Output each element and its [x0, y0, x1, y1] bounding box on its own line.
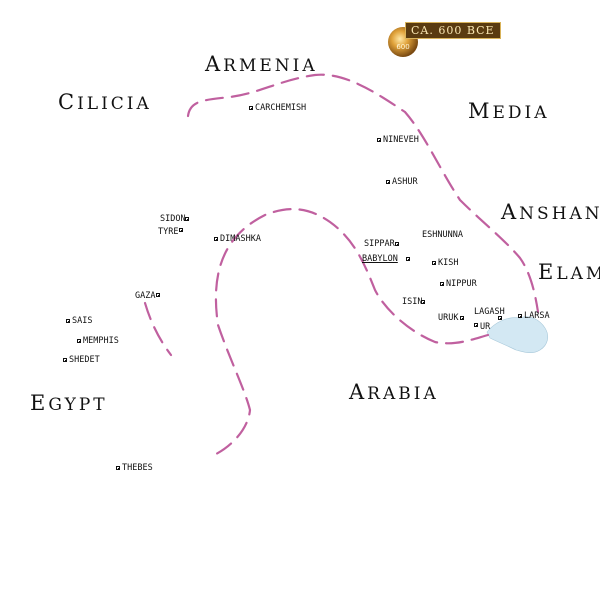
empire-border: [143, 73, 540, 458]
city-marker-sidon: [185, 217, 189, 221]
city-marker-shedet: [63, 358, 67, 362]
city-marker-nineveh: [377, 138, 381, 142]
city-carchemish[interactable]: CARCHEMISH: [255, 103, 307, 113]
city-babylon[interactable]: BABYLON: [362, 254, 398, 264]
city-gaza[interactable]: GAZA: [135, 291, 156, 301]
city-nippur[interactable]: NIPPUR: [446, 279, 477, 289]
region-armenia: ARMENIA: [205, 52, 318, 76]
city-marker-tyre: [179, 228, 183, 232]
city-uruk[interactable]: URUK: [438, 313, 459, 323]
region-elam: ELAM: [538, 260, 600, 284]
city-sais[interactable]: SAIS: [72, 316, 93, 326]
city-marker-nippur: [440, 282, 444, 286]
city-marker-memphis: [77, 339, 81, 343]
city-kish[interactable]: KISH: [438, 258, 459, 268]
city-marker-ashur: [386, 180, 390, 184]
city-marker-carchemish: [249, 106, 253, 110]
region-anshan: ANSHAN: [501, 200, 600, 224]
city-marker-uruk: [460, 316, 464, 320]
city-larsa[interactable]: LARSA: [524, 311, 550, 321]
city-sippar[interactable]: SIPPAR: [364, 239, 395, 249]
city-ashur[interactable]: ASHUR: [392, 177, 418, 187]
city-lagash[interactable]: LAGASH: [474, 307, 505, 317]
city-marker-gaza: [156, 293, 160, 297]
city-eshnunna[interactable]: ESHNUNNA: [422, 230, 463, 240]
city-dimashka[interactable]: DIMASHKA: [220, 234, 261, 244]
city-tyre[interactable]: TYRE: [158, 227, 179, 237]
city-marker-larsa: [518, 314, 522, 318]
badge-icon-text: 600: [396, 43, 409, 51]
region-cilicia: CILICIA: [58, 90, 152, 114]
city-marker-sais: [66, 319, 70, 323]
region-media: MEDIA: [468, 99, 550, 123]
city-sidon[interactable]: SIDON: [160, 214, 186, 224]
city-marker-ur: [474, 323, 478, 327]
city-marker-babylon: [406, 257, 410, 261]
city-marker-sippar: [395, 242, 399, 246]
region-arabia: ARABIA: [349, 380, 439, 404]
date-badge: CA. 600 BCE: [405, 22, 501, 39]
city-nineveh[interactable]: NINEVEH: [383, 135, 419, 145]
city-ur[interactable]: UR: [480, 322, 491, 332]
city-marker-dimashka: [214, 237, 218, 241]
city-shedet[interactable]: SHEDET: [69, 355, 100, 365]
city-isin[interactable]: ISIN: [402, 297, 423, 307]
city-marker-kish: [432, 261, 436, 265]
persian-gulf: [486, 316, 549, 354]
city-marker-lagash: [498, 316, 502, 320]
region-egypt: EGYPT: [30, 391, 108, 415]
city-thebes[interactable]: THEBES: [122, 463, 153, 473]
city-marker-thebes: [116, 466, 120, 470]
city-memphis[interactable]: MEMPHIS: [83, 336, 119, 346]
city-marker-isin: [421, 300, 425, 304]
